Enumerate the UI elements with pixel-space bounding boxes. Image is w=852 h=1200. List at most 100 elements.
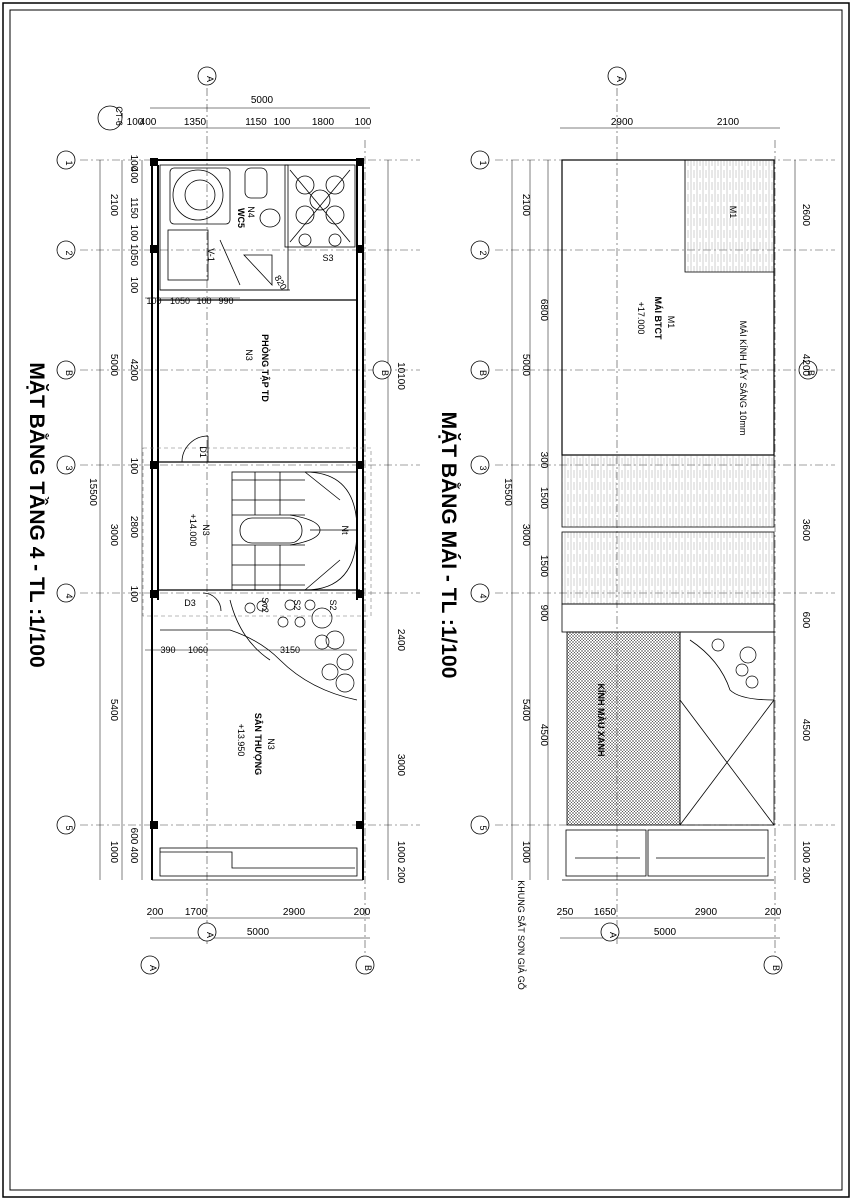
dim-top-seg: 400 [140, 117, 157, 128]
level-terrace: +13.950 [236, 724, 246, 757]
dim-left-inner: 2800 [128, 516, 139, 539]
grid-row-label-floor4: 2 [64, 250, 74, 255]
dim-left-inner: 100 [128, 458, 139, 475]
dim-left-mid: 3000 [108, 524, 119, 547]
dim-roof-left-mid: 5400 [520, 699, 531, 722]
dim-left-inner: 4200 [128, 359, 139, 382]
dim-right: 200 [395, 867, 406, 884]
grid-col-label: A [608, 932, 618, 938]
dim-stair-row: 3150 [280, 645, 300, 655]
win-s2b: S2 [328, 599, 338, 610]
roof-tag: M1 [666, 316, 676, 329]
dim-roof-bottom: 1650 [594, 907, 617, 918]
door-d3: D3 [184, 598, 196, 608]
win-s2: S2 [292, 599, 302, 610]
plan-floor4 [56, 66, 420, 975]
dim-roof-right: 200 [800, 867, 811, 884]
dim-top-seg: 1800 [312, 117, 335, 128]
grid-row-label-roof: 3 [478, 465, 488, 470]
plan-roof [470, 66, 835, 975]
dim-roof-right: 600 [800, 612, 811, 629]
grid-row-label-floor4-right: B [380, 370, 390, 376]
dim-left-inner: 600 [128, 828, 139, 845]
room-wc-tag: N4 [246, 206, 256, 218]
grid-row-label-roof: 1 [478, 160, 488, 165]
dim-left-inner: 1050 [128, 244, 139, 267]
grid-col-label: A [205, 76, 215, 82]
dim-left-inner: 1150 [128, 197, 139, 219]
dim-roof-left-inner: 1500 [538, 487, 549, 510]
dim-bottom-seg: 200 [354, 907, 371, 918]
dim-left-inner: 400 [128, 167, 139, 184]
frame-note: KHUNG SẮT SƠN GIẢ GỖ [516, 880, 527, 990]
dim-roof-bottom: 2900 [695, 907, 718, 918]
roof-tag-small: M1 [728, 206, 738, 219]
grid-col-label: B [363, 965, 373, 971]
dim-right: 10100 [395, 362, 406, 390]
dim-roof-left-inner: 6800 [538, 299, 549, 322]
dim-wc-row: 100 [146, 296, 161, 306]
dim-roof-top: 2100 [717, 117, 740, 128]
dim-right: 2400 [395, 629, 406, 652]
grid-col-label: A [148, 965, 158, 971]
glass-label: KÍNH MÀU XANH [596, 684, 606, 757]
dim-roof-left-inner: 4500 [538, 724, 549, 747]
dim-left-inner: 400 [128, 847, 139, 864]
dim-roof-right: 3600 [800, 519, 811, 542]
dim-820: 820 [273, 273, 289, 291]
dim-roof-top: 2900 [611, 117, 634, 128]
dim-left-mid: 1000 [108, 841, 119, 864]
grid-col-label: A [615, 76, 625, 82]
lattice-panel [284, 164, 356, 248]
roof-wood-panel-1 [561, 454, 775, 528]
dim-top-seg: 1150 [245, 117, 267, 128]
callout: CT-6 [114, 106, 124, 126]
roof-level: +17.000 [636, 302, 646, 335]
dim-right: 3000 [395, 754, 406, 777]
blue-glass-area [566, 631, 681, 826]
dim-left-inner: 100 [128, 277, 139, 294]
room-terrace-name: SÂN THƯỢNG [253, 713, 264, 775]
stair [231, 471, 358, 591]
dim-bottom-total: 5000 [247, 927, 270, 938]
dim-left-inner: 100 [128, 586, 139, 603]
dim-roof-left-inner: 900 [538, 605, 549, 622]
dim-roof-left-inner: 300 [538, 452, 549, 469]
door-d1: D1 [198, 446, 208, 458]
title-floor4: MẶT BẰNG TẦNG 4 - TL :1/100 [25, 362, 49, 667]
plants-floor4 [244, 599, 355, 693]
dim-stair-row: 390 [160, 645, 175, 655]
sheet-border-inner [9, 9, 843, 1191]
dim-top-seg: 1350 [184, 117, 207, 128]
grid-row-label-floor4: 4 [64, 593, 74, 598]
dim-stair-row: 1060 [188, 645, 208, 655]
plants-roof [711, 638, 759, 689]
dim-top-total: 5000 [251, 95, 274, 106]
dim-bottom-seg: 1700 [185, 907, 208, 918]
level-stair: +14.000 [188, 514, 198, 547]
roof-wood-panel-2 [561, 531, 775, 605]
dim-bottom-seg: 200 [147, 907, 164, 918]
dim-roof-left-mid: 3000 [520, 524, 531, 547]
dim-top-seg: 100 [127, 117, 144, 128]
dim-wc-row: 990 [218, 296, 233, 306]
dim-roof-right: 4200 [800, 354, 811, 377]
grid-row-label-roof-right: B [806, 370, 816, 376]
dim-top-seg: 100 [355, 117, 372, 128]
dim-right: 1000 [395, 841, 406, 864]
win-s3: S3 [322, 253, 333, 263]
skylight-note: MÁI KÍNH LẤY SÁNG 10mm [738, 321, 748, 436]
win-sv2: Sv2 [260, 597, 270, 613]
dim-roof-left-inner: 1500 [538, 555, 549, 578]
room-gym-name: PHÒNG TẬP TD [260, 334, 271, 402]
room-gym-tag: N3 [244, 349, 254, 361]
dim-wc-row: 1050 [170, 296, 190, 306]
skylight-top [684, 159, 775, 273]
dim-roof-left-mid: 5000 [520, 354, 531, 377]
dim-top-seg: 100 [274, 117, 291, 128]
grid-row-label-roof: B [478, 370, 488, 376]
grid-row-label-floor4: B [64, 370, 74, 376]
grid-row-label-floor4: 1 [64, 160, 74, 165]
dim-left-mid: 5400 [108, 699, 119, 722]
